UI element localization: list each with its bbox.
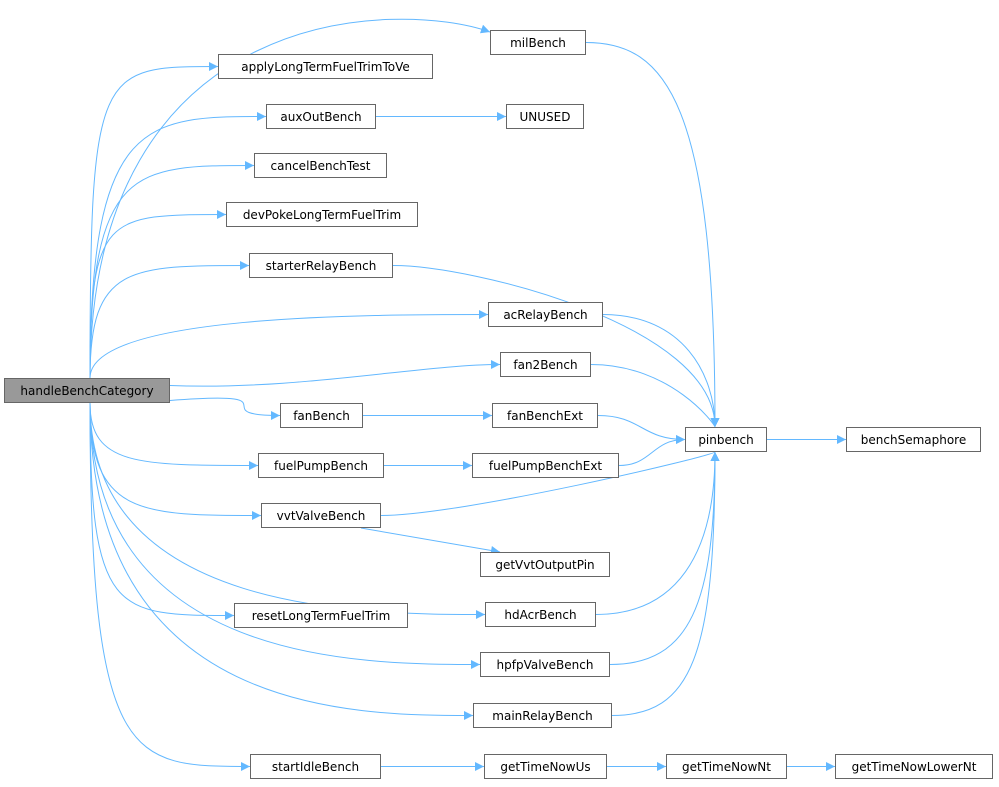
- edge-handle-bench-category-to-aux-out-bench: [89, 112, 267, 379]
- edge-handle-bench-category-to-starter-relay-bench: [89, 261, 250, 379]
- edge-vvt-valve-bench-to-pinbench: [380, 451, 719, 516]
- node-hd-acr-bench[interactable]: hdAcrBench: [485, 602, 596, 627]
- edge-handle-bench-category-to-start-idle-bench: [89, 402, 251, 771]
- edge-handle-bench-category-to-hd-acr-bench: [89, 402, 486, 619]
- edge-handle-bench-category-to-apply-long-term-fuel-trim-to-ve: [89, 62, 219, 379]
- node-dev-poke-long-term-fuel-trim[interactable]: devPokeLongTermFuelTrim: [226, 202, 418, 227]
- node-reset-long-term-fuel-trim[interactable]: resetLongTermFuelTrim: [234, 603, 408, 628]
- node-get-vvt-output-pin[interactable]: getVvtOutputPin: [480, 552, 610, 577]
- node-fuel-pump-bench-ext[interactable]: fuelPumpBenchExt: [472, 453, 619, 478]
- edge-handle-bench-category-to-dev-poke-long-term-fuel-trim: [89, 210, 227, 379]
- edge-handle-bench-category-to-reset-long-term-fuel-trim: [89, 402, 235, 620]
- edge-fan-bench-ext-to-pinbench: [597, 415, 686, 444]
- node-fuel-pump-bench[interactable]: fuelPumpBench: [258, 453, 384, 478]
- edge-handle-bench-category-to-fuel-pump-bench: [89, 402, 259, 470]
- edge-mil-bench-to-pinbench: [585, 42, 720, 428]
- edge-handle-bench-category-to-fan2-bench: [169, 360, 501, 387]
- node-get-time-now-us[interactable]: getTimeNowUs: [484, 754, 607, 779]
- edge-fuel-pump-bench-ext-to-pinbench: [618, 435, 686, 466]
- edge-vvt-valve-bench-to-get-vvt-output-pin: [360, 527, 501, 555]
- node-handle-bench-category[interactable]: handleBenchCategory: [4, 378, 170, 403]
- edge-fan2-bench-to-pinbench: [590, 364, 720, 428]
- edge-handle-bench-category-to-vvt-valve-bench: [89, 402, 262, 520]
- node-get-time-now-lower-nt[interactable]: getTimeNowLowerNt: [835, 754, 993, 779]
- node-pinbench[interactable]: pinbench: [685, 427, 767, 452]
- edge-ac-relay-bench-to-pinbench: [602, 314, 720, 428]
- node-start-idle-bench[interactable]: startIdleBench: [250, 754, 381, 779]
- node-main-relay-bench[interactable]: mainRelayBench: [473, 703, 612, 728]
- node-fan-bench[interactable]: fanBench: [280, 403, 363, 428]
- node-get-time-now-nt[interactable]: getTimeNowNt: [666, 754, 787, 779]
- node-ac-relay-bench[interactable]: acRelayBench: [488, 302, 603, 327]
- node-cancel-bench-test[interactable]: cancelBenchTest: [254, 153, 387, 178]
- edge-handle-bench-category-to-cancel-bench-test: [89, 161, 255, 379]
- edge-handle-bench-category-to-hpfp-valve-bench: [89, 402, 481, 669]
- edge-hpfp-valve-bench-to-pinbench: [609, 451, 720, 665]
- node-fan-bench-ext[interactable]: fanBenchExt: [492, 403, 598, 428]
- edge-handle-bench-category-to-ac-relay-bench: [89, 310, 489, 379]
- edge-hd-acr-bench-to-pinbench: [595, 451, 720, 615]
- edge-handle-bench-category-to-main-relay-bench: [89, 402, 474, 720]
- node-unused[interactable]: UNUSED: [506, 104, 584, 129]
- node-starter-relay-bench[interactable]: starterRelayBench: [249, 253, 393, 278]
- node-bench-semaphore[interactable]: benchSemaphore: [846, 427, 981, 452]
- node-apply-long-term-fuel-trim-to-ve[interactable]: applyLongTermFuelTrimToVe: [218, 54, 433, 79]
- node-vvt-valve-bench[interactable]: vvtValveBench: [261, 503, 381, 528]
- edge-handle-bench-category-to-mil-bench: [89, 18, 491, 379]
- node-fan2-bench[interactable]: fan2Bench: [500, 352, 591, 377]
- node-hpfp-valve-bench[interactable]: hpfpValveBench: [480, 652, 610, 677]
- edge-handle-bench-category-to-fan-bench: [169, 397, 281, 420]
- node-mil-bench[interactable]: milBench: [490, 30, 586, 55]
- node-aux-out-bench[interactable]: auxOutBench: [266, 104, 376, 129]
- edge-main-relay-bench-to-pinbench: [611, 451, 720, 716]
